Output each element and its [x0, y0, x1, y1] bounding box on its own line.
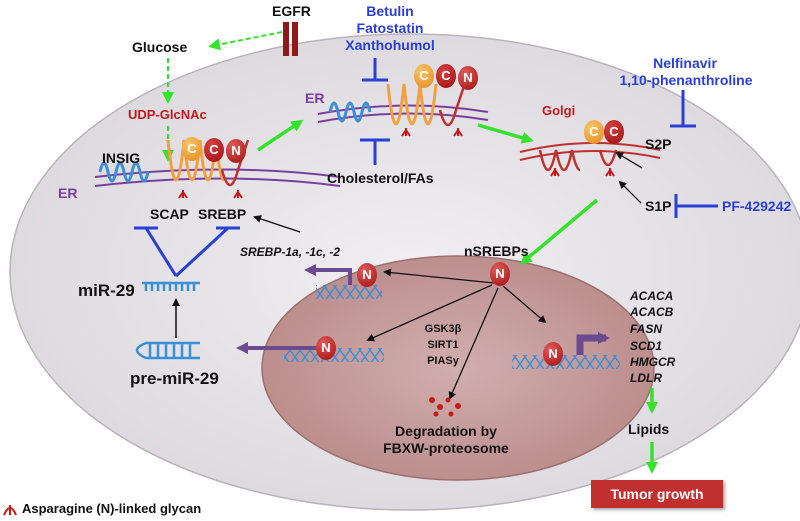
inhibitor-mir29 [134, 226, 240, 278]
n-ball-nsrebp: N [490, 262, 510, 286]
inhibitor-phenanthroline: 1,10-phenanthroline [619, 72, 753, 88]
nsrebps-label: nSREBPs [464, 243, 529, 259]
mir29-label: miR-29 [78, 281, 135, 300]
cholesterol-label: Cholesterol/FAs [327, 170, 434, 186]
srebp-genes-label: SREBP-1a, -1c, -2 [240, 245, 341, 259]
er-mid-label: ER [305, 90, 325, 106]
glycan-legend-icon [3, 505, 17, 516]
inhibitor-s1p [674, 194, 718, 218]
golgi-to-nucleus-arrow [519, 198, 599, 265]
egfr-to-glucose-arrow [208, 31, 283, 51]
gene-hmgcr: HMGCR [630, 355, 676, 369]
pre-mir29-label: pre-miR-29 [130, 369, 219, 388]
c-domain-ball-left-2: C [204, 138, 224, 162]
gene-acaca: ACACA [630, 289, 674, 303]
arrow-to-right-gene [502, 285, 547, 324]
tumor-growth-box: Tumor growth [591, 480, 723, 508]
insig-label: INSIG [102, 150, 141, 166]
gene-acacb: ACACB [630, 305, 674, 319]
egfr-receptor [283, 22, 298, 56]
s2p-label: S2P [645, 136, 672, 152]
regulator-piasy: PIASy [427, 355, 459, 367]
inhibitor-er-mid [362, 58, 388, 82]
s1p-label: S1P [645, 198, 672, 214]
legend-label: Asparagine (N)-linked glycan [22, 501, 202, 516]
n-ball-left: N [226, 139, 246, 163]
inhibitor-xanthohumol: Xanthohumol [345, 37, 435, 53]
arrow-to-srebp [253, 215, 301, 233]
n-ball-top-gene: N [357, 263, 377, 287]
c-domain-ball-mid: C [414, 64, 434, 88]
c-domain-ball-golgi: C [584, 120, 604, 144]
n-ball-left-gene: N [316, 336, 336, 360]
mir29-shape [142, 281, 200, 291]
glycan-marks [178, 128, 615, 199]
arrow-to-degradation [448, 287, 499, 400]
inhibitor-pf: PF-429242 [722, 198, 792, 214]
regulator-gsk3b: GSK3β [424, 323, 462, 335]
glucose-label: Glucose [132, 39, 188, 55]
n-ball-mid: N [458, 66, 478, 90]
er-to-er-mid-arrow [257, 119, 304, 152]
srebp-label: SREBP [198, 206, 247, 222]
er-left-label: ER [58, 185, 78, 201]
lipids-label: Lipids [628, 421, 670, 437]
er-mid-membrane [317, 79, 489, 127]
gene-scd1: SCD1 [630, 339, 663, 353]
transcription-arrow-top [304, 264, 352, 285]
inhibitor-chol [360, 138, 390, 165]
inhibitor-s2p [670, 90, 696, 128]
c-domain-ball-golgi-2: C [604, 120, 624, 144]
er-to-golgi-arrow [477, 123, 534, 144]
inhibitor-betulin: Betulin [366, 3, 414, 19]
degradation-line2: FBXW-proteosome [383, 440, 509, 456]
dna-strand-top [316, 285, 382, 299]
arrow-to-top-gene [383, 268, 495, 284]
arrow-to-s1p [618, 180, 642, 204]
pre-mir29-shape [135, 341, 200, 360]
dna-strand-right [512, 355, 620, 369]
degradation-fragments [429, 397, 461, 417]
transcription-arrow-right [576, 332, 610, 355]
degradation-line1: Degradation by [395, 423, 497, 439]
gene-fasn: FASN [630, 322, 663, 336]
scap-label: SCAP [150, 206, 189, 222]
c-domain-ball-mid-2: C [436, 64, 456, 88]
gene-ldlr: LDLR [630, 371, 662, 385]
golgi-label: Golgi [542, 103, 576, 118]
regulator-sirt1: SIRT1 [427, 339, 459, 351]
inhibitor-nelfinavir: Nelfinavir [653, 55, 717, 71]
udp-glcnac-label: UDP-GlcNAc [128, 107, 207, 122]
nucleus [261, 255, 655, 481]
egfr-label: EGFR [272, 3, 311, 19]
arrow-to-left-gene [366, 284, 493, 342]
c-domain-ball-left: C [182, 137, 202, 161]
arrow-to-s2p [615, 151, 643, 169]
n-ball-right-gene: N [543, 342, 563, 366]
inhibitor-fatostatin: Fatostatin [356, 20, 424, 36]
